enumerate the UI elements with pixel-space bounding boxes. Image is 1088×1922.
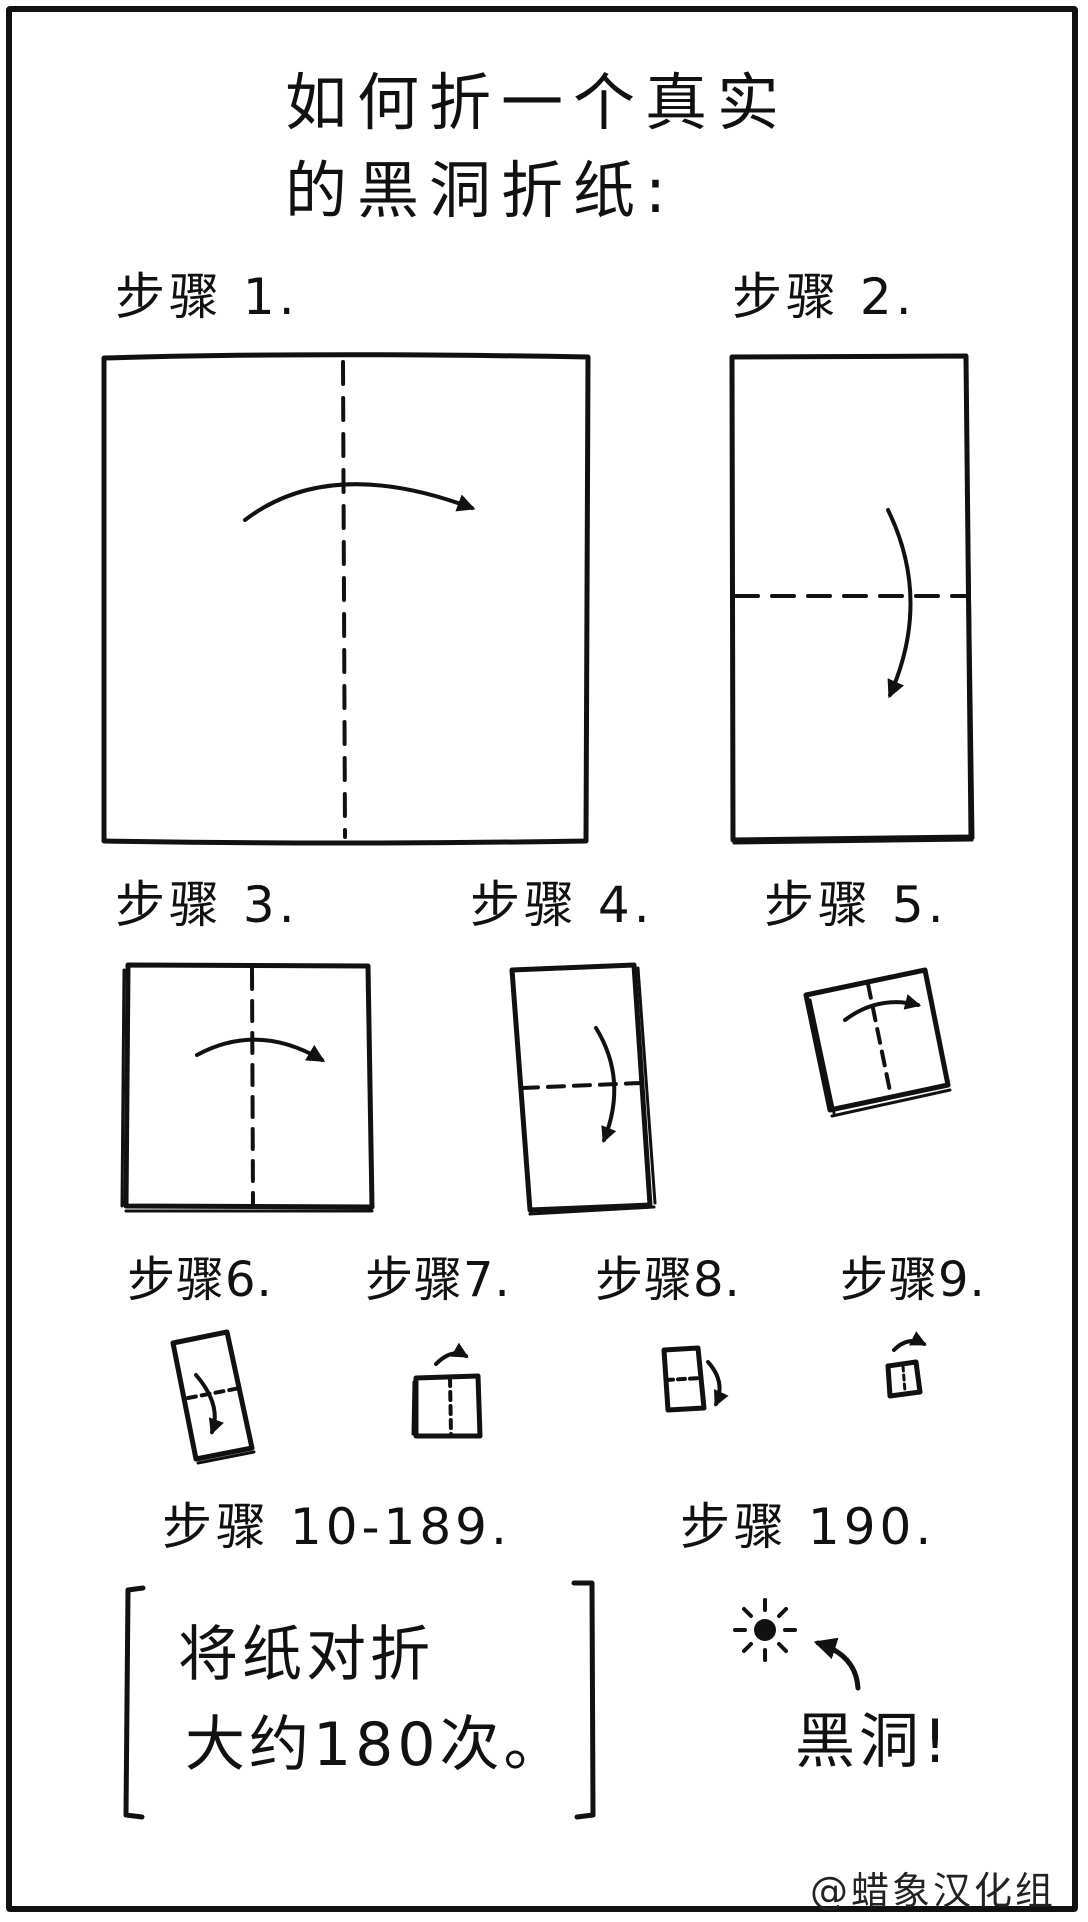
fold-arrow-icon: [594, 1026, 617, 1143]
step-1-label: 步骤 1.: [115, 268, 299, 326]
credit-watermark: @蜡象汉化组: [810, 1869, 1057, 1913]
step8-paper: [661, 1345, 729, 1413]
step-10-189-label: 步骤 10-189.: [162, 1498, 511, 1556]
title-line-1: 如何折一个真实: [285, 66, 790, 139]
fold-arrow-icon: [243, 482, 476, 522]
step-3-label: 步骤 3.: [115, 876, 299, 934]
title-line-2: 的黑洞折纸:: [285, 154, 676, 227]
step7-paper: [411, 1342, 483, 1439]
fold-arrow-icon: [843, 994, 922, 1022]
fold-arrow-icon: [886, 508, 913, 699]
comic-frame: [6, 6, 1078, 1912]
step2-paper: [729, 353, 975, 845]
black-hole-icon: [733, 1598, 797, 1662]
step-9-label: 步骤9.: [840, 1252, 986, 1308]
step6-paper: [170, 1329, 256, 1465]
step-4-label: 步骤 4.: [470, 876, 654, 934]
step1-paper: [101, 352, 591, 846]
fold-arrow-icon: [434, 1342, 469, 1366]
pointer-arrow-icon: [813, 1637, 861, 1691]
instruction-line-2: 大约180次。: [185, 1710, 568, 1780]
step-8-label: 步骤8.: [595, 1252, 741, 1308]
instruction-brackets: [123, 1580, 596, 1820]
step-6-label: 步骤6.: [127, 1252, 273, 1308]
step-5-label: 步骤 5.: [764, 876, 948, 934]
fold-arrow-icon: [195, 1037, 326, 1062]
fold-arrow-icon: [892, 1331, 927, 1352]
step-7-label: 步骤7.: [365, 1252, 511, 1308]
fold-arrow-icon: [194, 1373, 224, 1436]
step3-paper: [120, 962, 375, 1213]
instruction-line-1: 将纸对折: [178, 1620, 434, 1690]
fold-arrow-icon: [706, 1360, 729, 1407]
black-hole-label: 黑洞!: [795, 1707, 952, 1777]
step-190-label: 步骤 190.: [680, 1498, 936, 1556]
step-2-label: 步骤 2.: [732, 268, 916, 326]
step9-paper: [885, 1331, 927, 1399]
step5-paper: [803, 967, 952, 1118]
step4-paper: [509, 962, 657, 1216]
